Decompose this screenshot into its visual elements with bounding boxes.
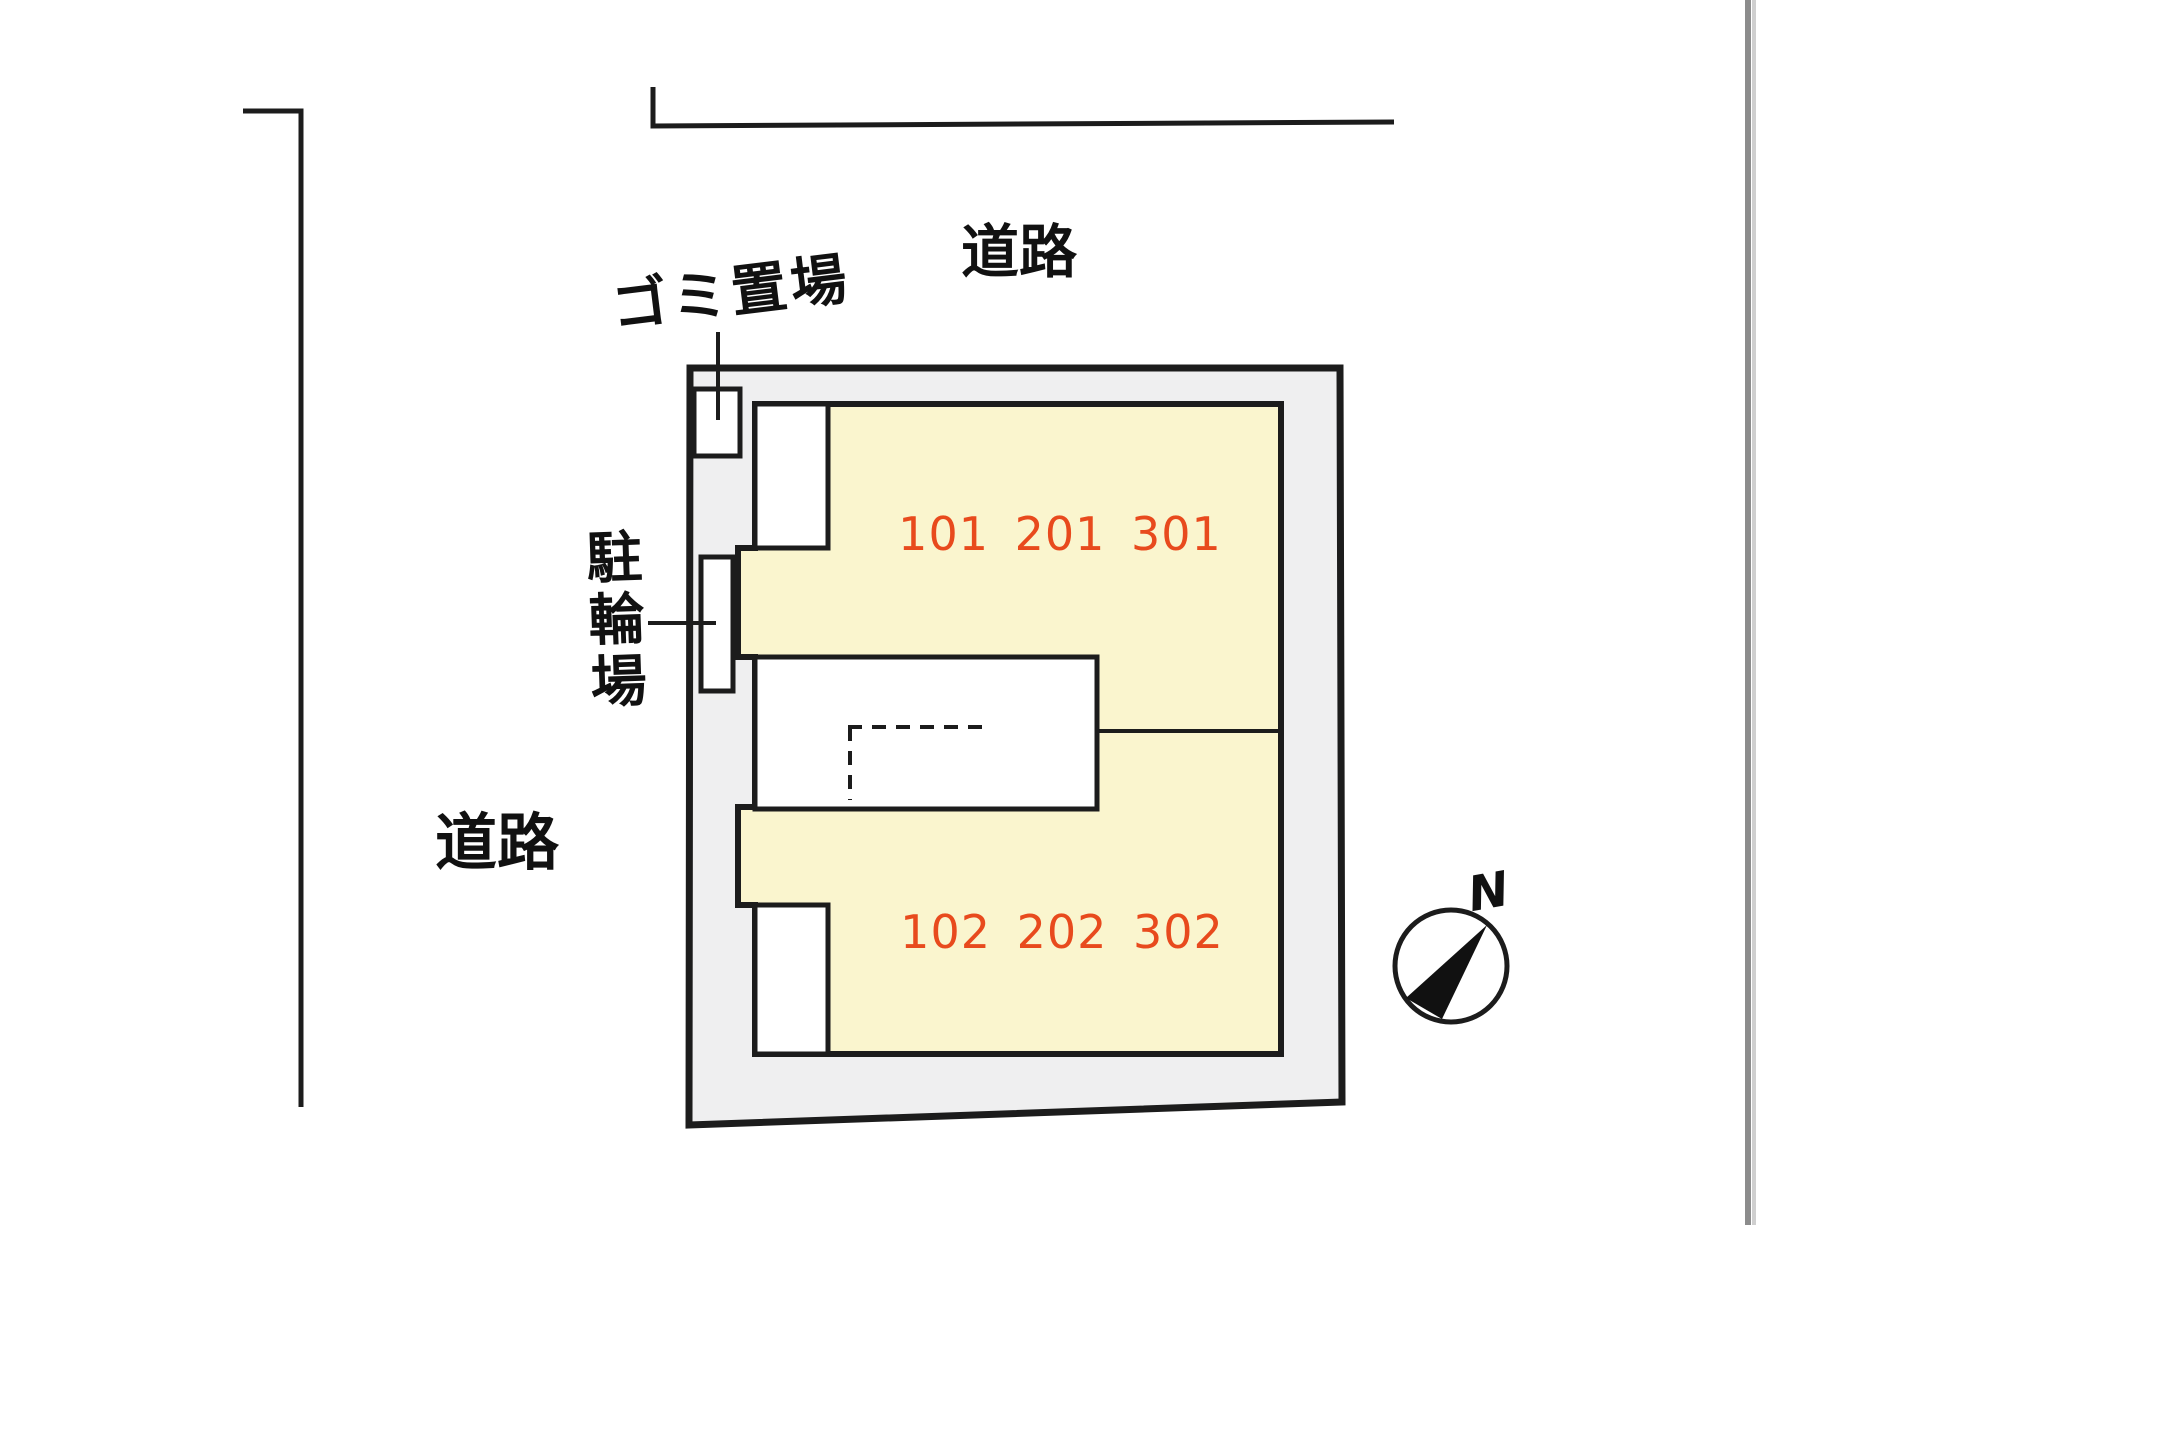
bicycle-parking-label: 駐輪場 [577, 526, 648, 716]
units-upper-label: 101 201 301 [898, 507, 1222, 561]
road-left-label: 道路 [435, 809, 560, 878]
building-notch-lower [752, 902, 831, 1057]
compass-north-label: N [1464, 861, 1513, 923]
entrance-hall [752, 654, 1100, 812]
building-notch-upper [752, 401, 831, 551]
units-lower-label: 102 202 302 [900, 905, 1224, 959]
garbage-area-label: ゴミ置場 [608, 247, 854, 339]
compass-needle-icon [1406, 925, 1487, 1019]
road-boundary-left [243, 108, 304, 1107]
road-top-label: 道路 [961, 220, 1078, 285]
road-boundary-top [650, 87, 1395, 129]
